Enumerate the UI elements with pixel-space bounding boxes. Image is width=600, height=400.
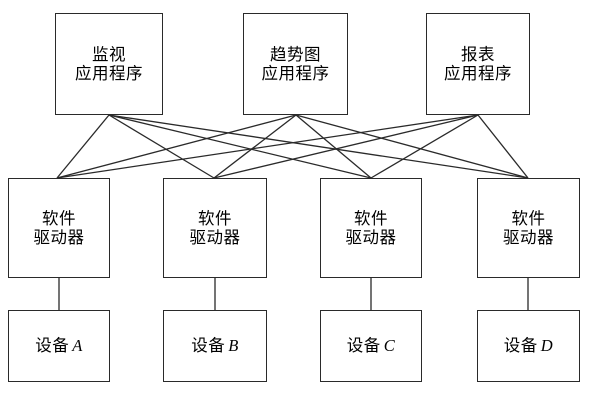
app-node-monitor-line2: 应用程序 [75, 64, 143, 83]
driver-node-3[interactable]: 软件 驱动器 [320, 178, 422, 278]
driver-node-2-line2: 驱动器 [189, 228, 241, 247]
driver-node-4[interactable]: 软件 驱动器 [477, 178, 580, 278]
driver-node-3-line1: 软件 [354, 208, 388, 228]
driver-node-2-line1: 软件 [198, 208, 232, 228]
driver-node-3-line2: 驱动器 [345, 228, 397, 247]
driver-node-1-line1: 软件 [42, 208, 76, 228]
app-node-report[interactable]: 报表 应用程序 [426, 13, 530, 115]
link-app-monitor-to-driver-3 [108, 114, 372, 179]
link-app-report-to-driver-4 [477, 114, 529, 179]
link-app-monitor-to-driver-4 [108, 114, 529, 179]
link-app-trend-to-driver-1 [56, 114, 297, 179]
link-app-trend-to-driver-3 [295, 114, 372, 179]
app-node-report-line1: 报表 [461, 44, 495, 64]
link-app-monitor-to-driver-2 [108, 114, 215, 179]
app-node-monitor[interactable]: 监视 应用程序 [55, 13, 163, 115]
driver-node-4-line1: 软件 [511, 208, 546, 228]
driver-node-1[interactable]: 软件 驱动器 [8, 178, 110, 278]
device-node-d-id: D [540, 336, 554, 356]
driver-node-4-line2: 驱动器 [503, 228, 554, 247]
link-app-trend-to-driver-4 [295, 114, 529, 179]
driver-node-2[interactable]: 软件 驱动器 [163, 178, 267, 278]
app-node-monitor-line1: 监视 [92, 44, 126, 64]
link-app-report-to-driver-2 [213, 114, 479, 179]
device-node-c-name: 设备 [346, 336, 381, 356]
device-node-b-id: B [228, 336, 239, 356]
device-node-a-name: 设备 [35, 336, 70, 356]
link-app-trend-to-driver-2 [213, 114, 297, 179]
app-node-trend[interactable]: 趋势图 应用程序 [243, 13, 348, 115]
device-node-b-name: 设备 [191, 336, 226, 356]
app-node-trend-line1: 趋势图 [270, 44, 321, 64]
device-node-d-name: 设备 [503, 336, 538, 356]
device-node-c-id: C [383, 336, 396, 356]
app-node-report-line2: 应用程序 [444, 64, 512, 83]
link-app-report-to-driver-1 [56, 114, 479, 179]
driver-node-1-line2: 驱动器 [33, 228, 85, 247]
app-node-trend-line2: 应用程序 [261, 64, 330, 83]
link-app-monitor-to-driver-1 [56, 114, 110, 179]
link-app-report-to-driver-3 [370, 114, 479, 179]
device-node-a-id: A [72, 336, 83, 356]
